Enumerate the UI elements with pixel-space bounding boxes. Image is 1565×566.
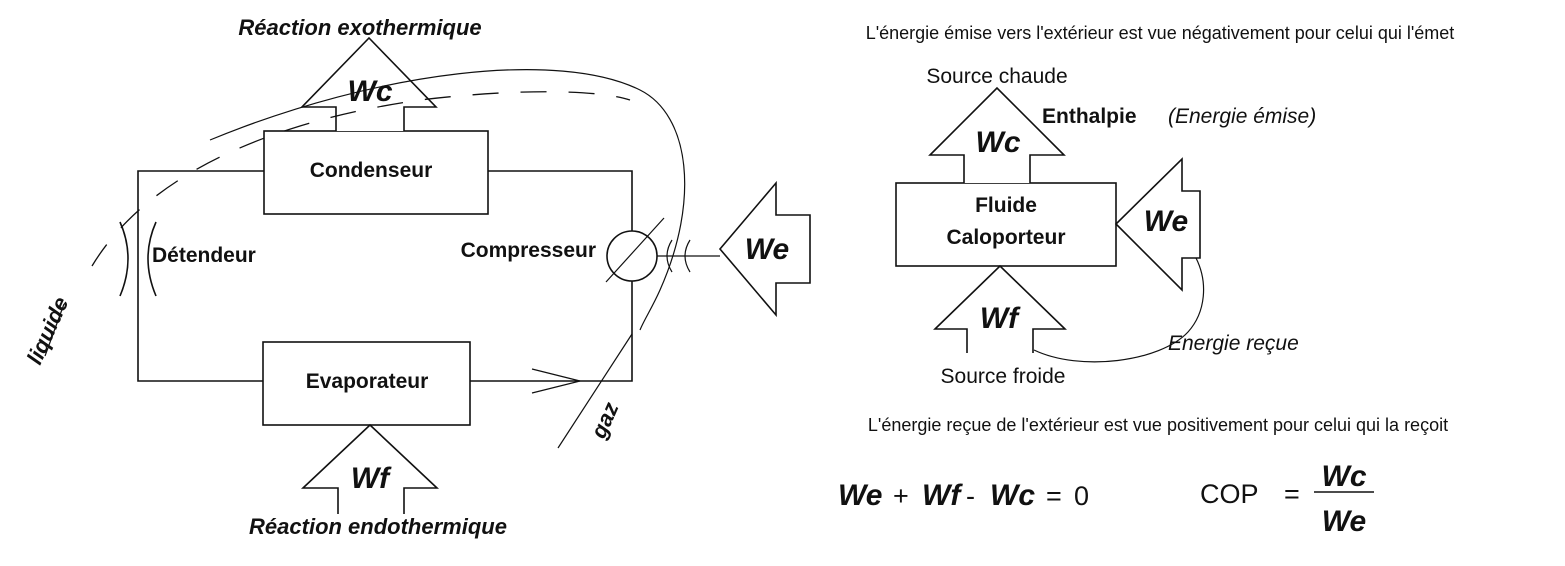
compressor-shaft-coupling-b [684, 239, 691, 273]
circuit-line-bottom-right [470, 281, 633, 382]
thin-cycle-curve [209, 69, 686, 331]
compressor-slash [605, 217, 665, 283]
expander-label: Détendeur [152, 244, 256, 267]
fluid-label-line2: Caloporteur [946, 226, 1065, 249]
gas-pointer-line [557, 333, 633, 449]
energy-balance: L'énergie émise vers l'extérieur est vue… [866, 23, 1455, 435]
condenser-label: Condenseur [310, 159, 433, 182]
circuit-line-top-right [488, 170, 633, 231]
cop-denominator: We [1322, 505, 1366, 538]
compressor-label: Compresseur [461, 239, 596, 262]
expander-symbol-left [119, 221, 129, 297]
fluid-label-line1: Fluide [975, 194, 1037, 217]
cop-formula: COP = Wc We [1200, 460, 1374, 538]
exothermic-reaction-label: Réaction exothermique [238, 15, 481, 40]
equation-wc: Wc [990, 479, 1035, 512]
summary-we-arrow [1114, 157, 1201, 292]
cop-equals: = [1284, 479, 1300, 509]
equation-wf: Wf [922, 479, 963, 512]
dashed-cycle-curve [91, 91, 631, 267]
liquid-pointer-line [44, 303, 65, 357]
received-energy-note: L'énergie reçue de l'extérieur est vue p… [868, 415, 1448, 435]
we-arrow [718, 180, 811, 318]
circuit-arrow-head [531, 368, 581, 394]
evaporator-box [262, 341, 471, 426]
emitted-energy-note: L'énergie émise vers l'extérieur est vue… [866, 23, 1455, 43]
summary-we-label: We [1144, 205, 1188, 238]
expander-symbol-right [147, 221, 157, 297]
refrigeration-cycle: Condenseur Evaporateur Wc Wf We Réaction… [22, 15, 811, 539]
compressor-shaft-coupling-a [666, 239, 673, 273]
enthalpy-label: Enthalpie [1042, 105, 1137, 128]
wf-arrow-label: Wf [351, 462, 392, 495]
cold-source-label: Source froide [941, 365, 1066, 388]
evaporator-label: Evaporateur [306, 370, 429, 393]
we-arrow-label: We [745, 233, 789, 266]
circuit-line-top-left [137, 170, 264, 382]
equation-zero: 0 [1074, 481, 1089, 511]
cop-numerator: Wc [1322, 460, 1367, 493]
wc-arrow [300, 36, 438, 131]
summary-wf-arrow [933, 264, 1067, 353]
gas-label: gaz [585, 398, 623, 443]
equation-minus: - [966, 481, 975, 511]
endothermic-reaction-label: Réaction endothermique [249, 514, 507, 539]
received-energy-curve [1033, 257, 1205, 363]
wc-arrow-label: Wc [348, 75, 393, 108]
hot-source-label: Source chaude [926, 65, 1067, 88]
wf-arrow [300, 423, 440, 514]
equation-we: We [838, 479, 882, 512]
equation-equals: = [1046, 481, 1062, 511]
liquid-label: liquide [22, 293, 74, 368]
cop-label: COP [1200, 479, 1259, 509]
equation-plus: + [893, 481, 909, 511]
summary-wc-label: Wc [976, 126, 1021, 159]
received-energy-label: Energie reçue [1168, 332, 1299, 355]
emitted-energy-label: (Energie émise) [1168, 105, 1316, 128]
energy-equation: We + Wf - Wc = 0 [838, 479, 1089, 512]
summary-wf-label: Wf [980, 302, 1021, 335]
summary-wc-arrow [928, 86, 1066, 183]
